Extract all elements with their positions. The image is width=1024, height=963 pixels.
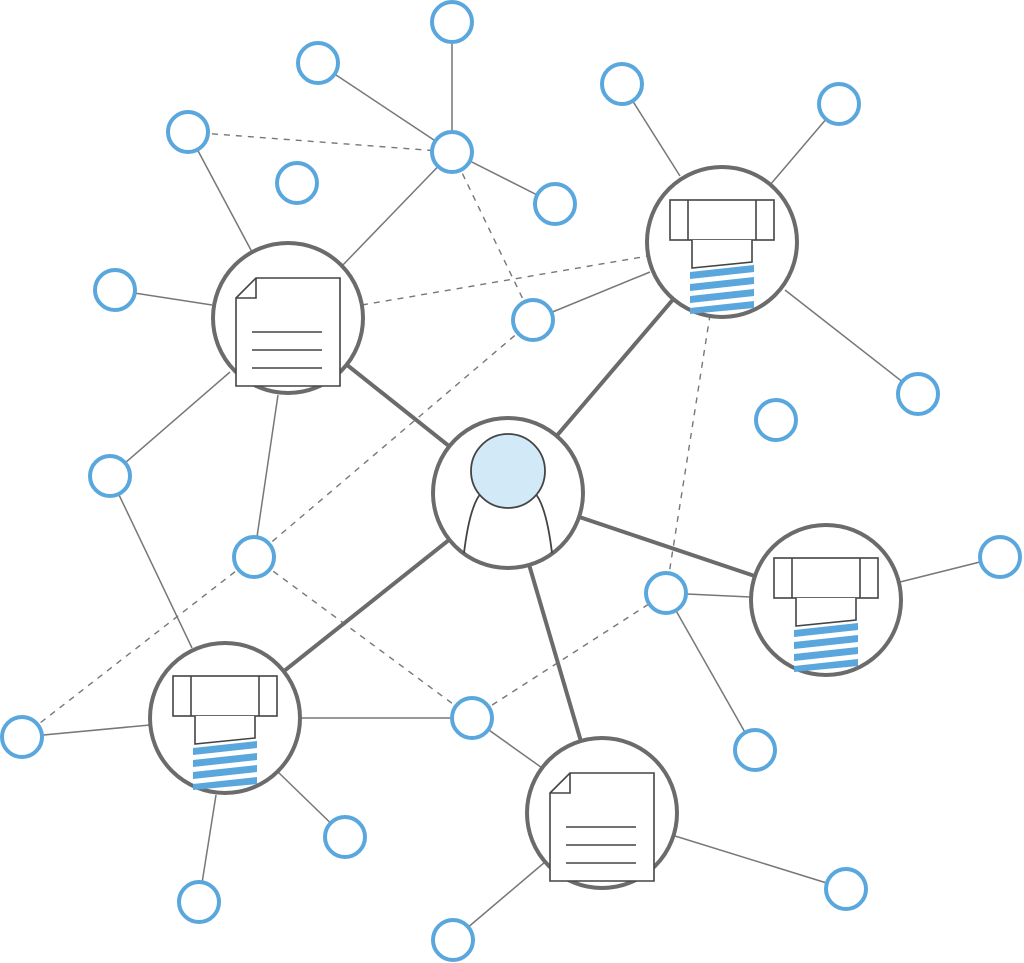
document-hub: [211, 241, 365, 395]
dashed-links: [21, 131, 711, 738]
screw-icon: [669, 199, 775, 314]
leaf-circle: [817, 82, 861, 126]
leaf-circle: [533, 182, 577, 226]
thin-link: [109, 371, 231, 477]
dashed-link: [253, 319, 534, 558]
leaf-circle: [88, 454, 132, 498]
dashed-link: [361, 255, 649, 306]
thin-link: [674, 835, 847, 890]
thin-links: [21, 22, 1001, 941]
document-hub: [525, 736, 679, 890]
leaf-circle: [600, 62, 644, 106]
screw-hub: [645, 165, 799, 319]
dashed-link: [253, 556, 473, 719]
leaf-circle: [824, 867, 868, 911]
dashed-link: [451, 151, 534, 321]
thin-link: [784, 289, 919, 395]
document-icon: [549, 772, 655, 882]
dashed-link: [187, 131, 453, 153]
dashed-link: [471, 592, 667, 719]
leaf-circle: [430, 0, 474, 44]
screw-hub: [749, 523, 903, 677]
leaf-circle: [431, 918, 475, 962]
thin-link: [187, 131, 253, 253]
leaf-circle: [754, 398, 798, 442]
thin-link: [317, 62, 453, 153]
leaf-circle: [93, 268, 137, 312]
leaf-circle: [323, 815, 367, 859]
leaf-circle: [733, 728, 777, 772]
leaf-circle: [166, 110, 210, 154]
thin-link: [665, 592, 756, 751]
document-icon: [235, 277, 341, 387]
thin-link: [109, 475, 193, 649]
leaf-circle: [430, 130, 474, 174]
person-icon: [463, 433, 553, 554]
leaf-circle: [232, 535, 276, 579]
screw-hub: [148, 641, 302, 795]
person-hub: [431, 416, 585, 570]
thin-link: [339, 151, 453, 269]
screw-icon: [773, 557, 879, 672]
screw-icon: [172, 675, 278, 790]
leaf-circle: [644, 571, 688, 615]
dashed-link: [665, 314, 711, 594]
leaf-circle: [896, 372, 940, 416]
leaf-circle: [978, 535, 1022, 579]
leaf-circle: [450, 696, 494, 740]
leaf-circle: [177, 880, 221, 924]
dashed-link: [21, 556, 255, 738]
leaf-circle: [296, 41, 340, 85]
thin-link: [253, 394, 279, 558]
leaf-circle: [511, 298, 555, 342]
leaf-circle: [275, 161, 319, 205]
leaf-circle: [0, 715, 44, 759]
